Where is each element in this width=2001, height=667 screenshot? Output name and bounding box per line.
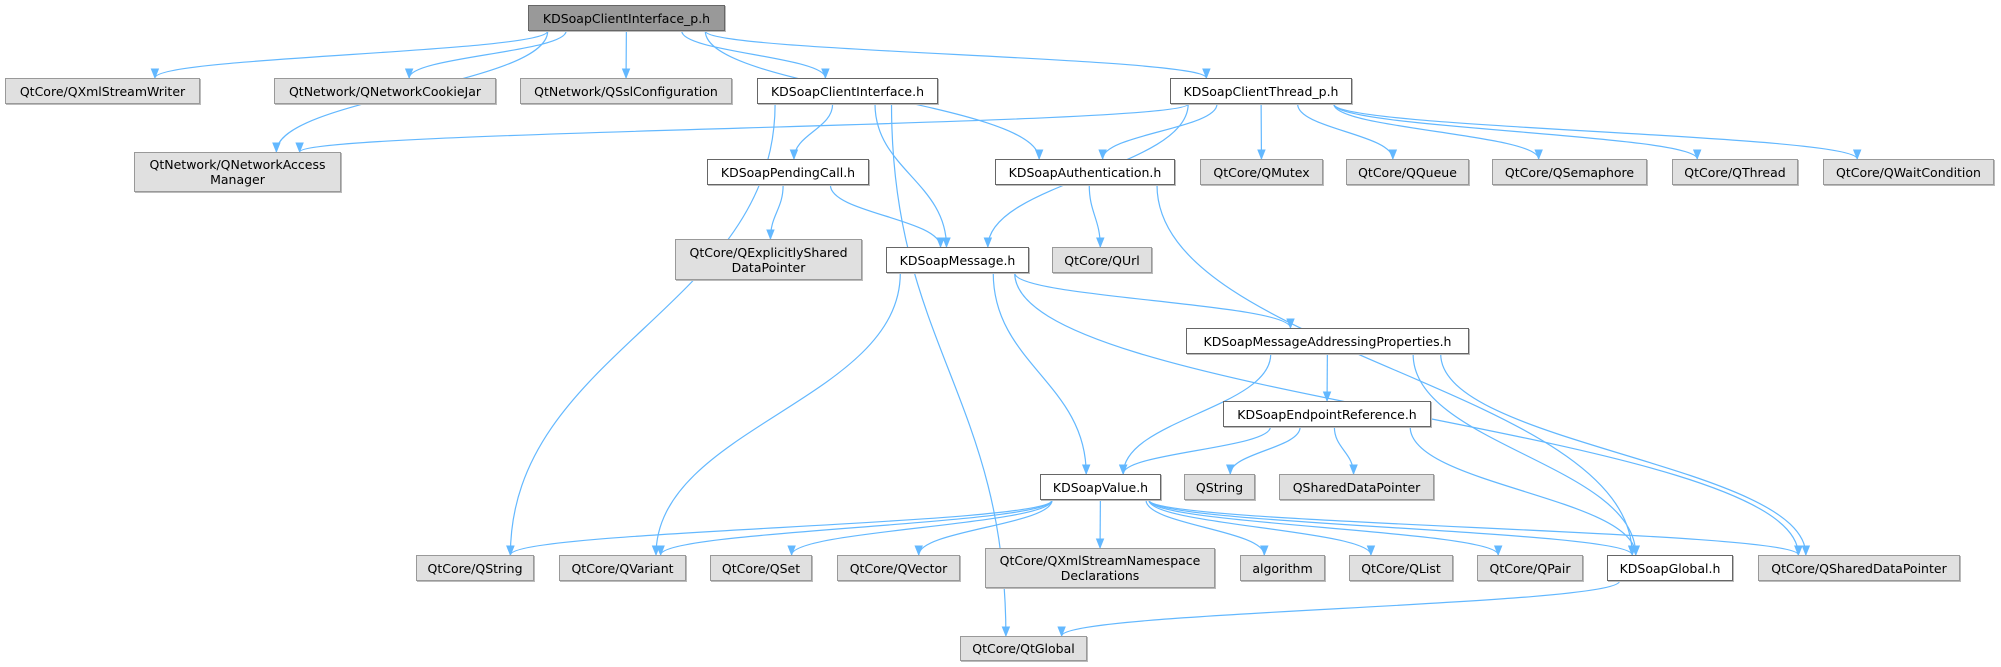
node-qmutex[interactable]: QtCore/QMutex bbox=[1200, 159, 1323, 185]
node-qvariant[interactable]: QtCore/QVariant bbox=[559, 555, 686, 581]
node-qpair[interactable]: QtCore/QPair bbox=[1477, 555, 1583, 581]
edge-clientinterface-to-pendingcall bbox=[789, 103, 834, 161]
edge-clientthread-to-authentication bbox=[1098, 103, 1218, 161]
edge-root-to-qxmlstreamwriter bbox=[150, 30, 549, 80]
node-kdsoapglobal-h[interactable]: KDSoapGlobal.h bbox=[1607, 555, 1733, 581]
node-qshareddatapointer[interactable]: QSharedDataPointer bbox=[1279, 474, 1434, 500]
edge-clientthread-to-qthread bbox=[1333, 103, 1702, 161]
edge-value-to-qset bbox=[787, 499, 1053, 557]
node-qnetworkcookiejar[interactable]: QtNetwork/QNetworkCookieJar bbox=[274, 78, 496, 104]
edge-value-to-qtcore_qshared bbox=[1148, 499, 1803, 557]
edge-root-to-clientthread bbox=[704, 30, 1211, 80]
edge-root-to-clientinterface bbox=[681, 30, 830, 80]
node-qqueue[interactable]: QtCore/QQueue bbox=[1346, 159, 1469, 185]
node-qset[interactable]: QtCore/QSet bbox=[710, 555, 812, 581]
node-kdsoapvalue-h[interactable]: KDSoapValue.h bbox=[1040, 474, 1161, 500]
edge-endpoint-to-global bbox=[1409, 426, 1640, 557]
node-qsslconfiguration[interactable]: QtNetwork/QSslConfiguration bbox=[520, 78, 732, 104]
edge-root-to-qnetworkcookiejar bbox=[404, 30, 567, 80]
node-kdsoapclientthread-p-h[interactable]: KDSoapClientThread_p.h bbox=[1170, 78, 1352, 104]
node-qtglobal[interactable]: QtCore/QtGlobal bbox=[960, 636, 1087, 661]
node-qwaitcondition[interactable]: QtCore/QWaitCondition bbox=[1823, 159, 1994, 185]
edge-authentication-to-global bbox=[1156, 184, 1637, 557]
node-kdsoappendingcall-h[interactable]: KDSoapPendingCall.h bbox=[707, 159, 869, 185]
edge-message-to-addressing bbox=[1014, 272, 1295, 330]
edge-addressing-to-value bbox=[1118, 353, 1272, 476]
edge-value-to-algorithm bbox=[1145, 499, 1269, 557]
node-kdsoapmessageaddressingproperties-h[interactable]: KDSoapMessageAddressingProperties.h bbox=[1186, 328, 1469, 354]
edge-global-to-qtglobal bbox=[1057, 580, 1621, 638]
node-qxmlstreamwriter[interactable]: QtCore/QXmlStreamWriter bbox=[5, 78, 200, 104]
node-kdsoapmessage-h[interactable]: KDSoapMessage.h bbox=[886, 247, 1029, 273]
edge-clientthread-to-qqueue bbox=[1297, 103, 1398, 161]
node-qurl[interactable]: QtCore/QUrl bbox=[1052, 247, 1152, 273]
node-kdsoapendpointreference-h[interactable]: KDSoapEndpointReference.h bbox=[1223, 401, 1431, 427]
edge-pendingcall-to-qexplicitly bbox=[766, 184, 784, 241]
edge-endpoint-to-qshared_plain bbox=[1333, 426, 1358, 476]
node-qvector[interactable]: QtCore/QVector bbox=[837, 555, 960, 581]
edge-value-to-qpair bbox=[1148, 499, 1503, 557]
node-qxmlstreamnamespacedeclarations[interactable]: QtCore/QXmlStreamNamespace Declarations bbox=[985, 548, 1215, 588]
node-qnetworkaccessmanager[interactable]: QtNetwork/QNetworkAccess Manager bbox=[134, 152, 341, 192]
edge-clientthread-to-qnam bbox=[295, 103, 1189, 154]
edge-authentication-to-qurl bbox=[1088, 184, 1105, 249]
node-qtcore-qstring[interactable]: QtCore/QString bbox=[416, 555, 534, 581]
edge-value-to-qlist bbox=[1148, 499, 1376, 557]
node-qtcore-qshareddatapointer[interactable]: QtCore/QSharedDataPointer bbox=[1758, 555, 1960, 581]
edge-message-to-qvariant bbox=[651, 272, 901, 557]
edge-message-to-value bbox=[992, 272, 1091, 476]
node-qlist[interactable]: QtCore/QList bbox=[1349, 555, 1453, 581]
edge-pendingcall-to-message bbox=[829, 184, 945, 249]
edge-addressing-to-qtcore_qshared bbox=[1440, 353, 1811, 557]
node-qstring[interactable]: QString bbox=[1184, 474, 1255, 500]
edge-value-to-global bbox=[1148, 499, 1637, 557]
node-qexplicitlyshareddatapointer[interactable]: QtCore/QExplicitlyShared DataPointer bbox=[675, 239, 862, 280]
node-kdsoapclientinterface-p-h[interactable]: KDSoapClientInterface_p.h bbox=[528, 5, 725, 31]
node-qsemaphore[interactable]: QtCore/QSemaphore bbox=[1492, 159, 1647, 185]
node-kdsoapauthentication-h[interactable]: KDSoapAuthentication.h bbox=[995, 159, 1175, 185]
edge-addressing-to-global bbox=[1412, 353, 1641, 557]
edge-value-to-qtcore_qstring bbox=[506, 499, 1053, 557]
node-algorithm[interactable]: algorithm bbox=[1240, 555, 1325, 581]
edge-value-to-qvector bbox=[914, 499, 1053, 557]
edge-value-to-qvariant bbox=[656, 499, 1053, 557]
edge-endpoint-to-qstring_plain bbox=[1225, 426, 1301, 476]
edge-clientinterface-to-qtglobal bbox=[890, 103, 1011, 638]
node-qthread[interactable]: QtCore/QThread bbox=[1672, 159, 1798, 185]
edge-clientinterface-to-message bbox=[874, 103, 951, 249]
edge-endpoint-to-value bbox=[1118, 426, 1271, 476]
node-kdsoapclientinterface-h[interactable]: KDSoapClientInterface.h bbox=[757, 78, 938, 104]
edge-clientthread-to-qsemaphore bbox=[1333, 103, 1543, 161]
edge-clientthread-to-qwaitcondition bbox=[1333, 103, 1862, 161]
